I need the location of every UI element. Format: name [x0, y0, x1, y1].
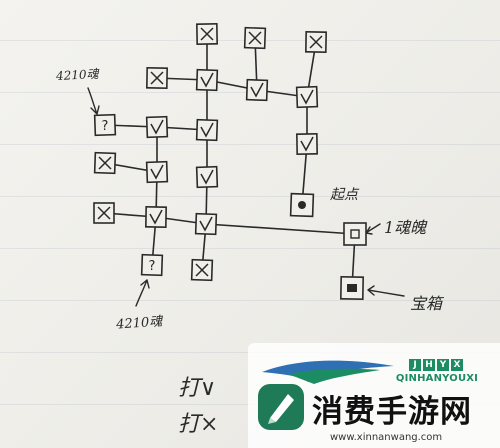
- room-unknown: ?: [140, 253, 164, 277]
- annotation-arrow-icon: [365, 223, 381, 235]
- brand-pinyin: QINHANYOUXI: [395, 373, 479, 384]
- annotation-arrow-icon: [87, 87, 100, 115]
- paper-rule: [0, 248, 500, 249]
- legend-skip: 打×: [178, 412, 219, 437]
- room-skip: [190, 258, 214, 282]
- path-line: [205, 223, 356, 235]
- room-fight: [296, 133, 318, 155]
- paper-rule: [0, 196, 500, 197]
- room-skip: [305, 31, 327, 53]
- room-fight: [195, 165, 219, 189]
- room-skip: [196, 23, 218, 45]
- room-fight: [195, 118, 219, 142]
- room-chest: [339, 275, 365, 301]
- note-one-soul: 1魂魄: [384, 218, 427, 237]
- legend-fight: 打∨: [178, 376, 217, 401]
- room-skip: [243, 26, 267, 50]
- room-fight: [245, 78, 269, 102]
- room-soul: [343, 222, 367, 246]
- brand-letter: X: [451, 359, 463, 371]
- room-fight: [145, 206, 167, 228]
- room-start: [289, 192, 315, 218]
- room-fight: [195, 68, 219, 92]
- bird-logo-icon: [262, 360, 394, 384]
- brand-letter: H: [423, 359, 435, 371]
- room-unknown: ?: [93, 113, 117, 137]
- room-skip: [93, 151, 117, 175]
- paper-rule: [0, 144, 500, 145]
- room-fight: [145, 115, 169, 139]
- room-fight: [145, 160, 169, 184]
- svg-text:?: ?: [102, 119, 109, 134]
- room-fight: [194, 212, 218, 236]
- note-4210-soul-bottom: 4210魂: [115, 314, 163, 333]
- paper-rule: [0, 300, 500, 301]
- room-skip: [146, 67, 168, 89]
- brand-letter: Y: [437, 359, 449, 371]
- note-treasure-chest: 宝箱: [410, 294, 443, 313]
- site-url: www.xinnanwang.com: [330, 432, 443, 443]
- brand-badge-icon: [258, 384, 304, 430]
- note-4210-soul-top: 4210魂: [55, 66, 99, 84]
- brand-letter: J: [409, 359, 421, 371]
- annotation-arrow-icon: [367, 285, 405, 297]
- room-fight: [295, 85, 319, 109]
- annotation-arrow-icon: [135, 279, 150, 307]
- brand-letter-row: J H Y X: [404, 359, 468, 371]
- site-title: 消费手游网: [312, 394, 472, 430]
- svg-text:?: ?: [149, 259, 156, 274]
- room-skip: [93, 202, 115, 224]
- note-start-point: 起点: [330, 187, 358, 203]
